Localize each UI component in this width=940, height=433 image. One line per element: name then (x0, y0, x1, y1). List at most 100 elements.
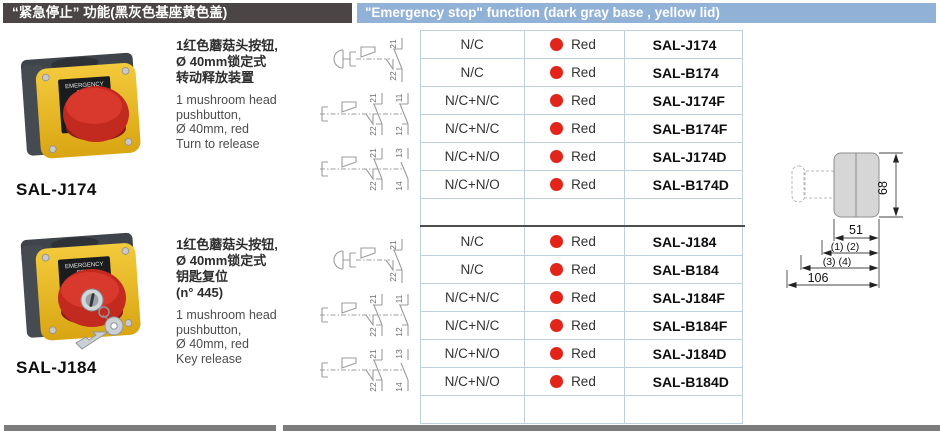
table-row: N/C Red SAL-B174 (421, 59, 742, 87)
color-cell: Red (523, 149, 622, 164)
description-chinese: 1红色蘑菇头按钮, Ø 40mm锁定式 钥匙复位 (n° 445) (176, 237, 278, 300)
terminal-number: 11 (394, 294, 404, 303)
color-label: Red (571, 93, 596, 108)
color-cell: Red (523, 374, 622, 389)
red-dot-icon (550, 178, 564, 191)
terminal-number: 11 (394, 93, 404, 102)
dim-width: 51 (849, 223, 863, 237)
color-cell: Red (523, 318, 622, 333)
model-number: SAL-B184D (652, 373, 729, 390)
device-label-emergency: EMERGENCY (65, 82, 104, 91)
model-number: SAL-B174D (652, 176, 729, 193)
description-english: 1 mushroom head pushbutton, Ø 40mm, red … (176, 93, 277, 151)
table-row: N/C+N/C Red SAL-J174F (421, 87, 742, 115)
red-dot-icon (550, 263, 564, 276)
terminal-number: 22 (388, 71, 398, 81)
table-row: N/C+N/C Red SAL-J184F (421, 284, 742, 312)
product-photo-sal-j184: EMERGENCY STOP (20, 232, 141, 350)
contact-config: N/C+N/O (444, 149, 500, 164)
color-cell: Red (523, 177, 622, 192)
column-divider (524, 31, 525, 423)
color-label: Red (571, 177, 596, 192)
model-selection-table: N/C Red SAL-J174 N/C Red SAL-B174 N/C+N/… (420, 30, 745, 424)
red-dot-icon (550, 94, 564, 107)
color-cell: Red (523, 65, 622, 80)
description-sal-j174: 1红色蘑菇头按钮, Ø 40mm锁定式 转动释放装置 1 mushroom he… (176, 38, 328, 151)
device-label-emergency: EMERGENCY (65, 262, 104, 271)
color-label: Red (571, 346, 596, 361)
red-dot-icon (550, 319, 564, 332)
bottom-rule-left (4, 425, 276, 431)
contact-config: N/C+N/C (444, 318, 500, 333)
model-number: SAL-B184F (652, 317, 728, 334)
contact-config: N/C+N/C (444, 93, 500, 108)
contact-config: N/C+N/C (444, 290, 500, 305)
header-title-chinese: “紧急停止” 功能(黑灰色基座黄色盖) (3, 3, 352, 23)
color-label: Red (571, 374, 596, 389)
description-chinese: 1红色蘑菇头按钮, Ø 40mm锁定式 转动释放装置 (176, 38, 278, 85)
terminal-number: 13 (394, 148, 404, 158)
model-number: SAL-J184D (652, 345, 727, 362)
color-cell: Red (523, 93, 622, 108)
color-label: Red (571, 262, 596, 277)
terminal-number: 21 (388, 240, 398, 250)
model-number: SAL-J174F (652, 92, 725, 109)
model-number: SAL-J174 (652, 36, 717, 53)
red-dot-icon (550, 150, 564, 163)
screws-icon (41, 67, 133, 154)
table-row: N/C+N/O Red SAL-J174D (421, 143, 742, 171)
color-label: Red (571, 37, 596, 52)
red-dot-icon (550, 375, 564, 388)
color-cell: Red (523, 346, 622, 361)
dimension-lines (786, 152, 903, 288)
red-dot-icon (550, 38, 564, 51)
red-dot-icon (550, 66, 564, 79)
color-label: Red (571, 121, 596, 136)
terminal-number: 22 (368, 181, 378, 191)
table-row: N/C Red SAL-J174 (421, 31, 742, 59)
red-dot-icon (550, 347, 564, 360)
terminal-number: 22 (388, 272, 398, 282)
terminal-number: 21 (368, 148, 378, 158)
terminal-number: 14 (394, 382, 404, 392)
header-title-english: "Emergency stop" function (dark gray bas… (357, 3, 936, 23)
terminal-number: 12 (394, 327, 404, 337)
red-dot-icon (550, 291, 564, 304)
circuit-symbol-nc-no: 21 22 13 14 (320, 349, 409, 392)
color-label: Red (571, 318, 596, 333)
description-english: 1 mushroom head pushbutton, Ø 40mm, red … (176, 308, 277, 366)
product-photo-sal-j174: EMERGENCY STOP (20, 52, 141, 159)
circuit-symbol-nc-nc: 21 22 11 12 (320, 93, 409, 136)
model-number: SAL-J184F (652, 289, 725, 306)
color-cell: Red (523, 262, 622, 277)
table-row: N/C+N/O Red SAL-B174D (421, 171, 742, 199)
keys-icon (75, 306, 124, 350)
red-dot-icon (550, 122, 564, 135)
photo-caption-sal-j184: SAL-J184 (16, 358, 97, 377)
red-mushroom-button (63, 86, 129, 142)
color-label: Red (571, 149, 596, 164)
terminal-number: 21 (368, 294, 378, 304)
model-number: SAL-B174F (652, 120, 728, 137)
terminal-number: 21 (368, 93, 378, 103)
color-cell: Red (523, 290, 622, 305)
table-row: N/C+N/C Red SAL-B174F (421, 115, 742, 143)
circuit-symbol-nc: 21 22 (333, 38, 403, 82)
terminal-number: 22 (368, 327, 378, 337)
dimension-diagram: 68 51 (1) (2) (3) (4) 106 (786, 152, 903, 288)
mushroom-outline (791, 165, 835, 203)
group-separator (420, 225, 745, 227)
table-row: N/C Red SAL-J184 (421, 228, 742, 256)
contact-config: N/C+N/O (444, 374, 500, 389)
table-row: N/C Red SAL-B184 (421, 256, 742, 284)
color-cell: Red (523, 121, 622, 136)
dim-holes-34: (3) (4) (823, 256, 852, 268)
contact-config: N/C+N/O (444, 177, 500, 192)
dim-total: 106 (808, 271, 829, 285)
color-label: Red (571, 65, 596, 80)
table-row: N/C+N/O Red SAL-B184D (421, 368, 742, 396)
terminal-number: 22 (368, 126, 378, 136)
contact-config: N/C (460, 262, 484, 277)
terminal-number: 21 (368, 349, 378, 359)
